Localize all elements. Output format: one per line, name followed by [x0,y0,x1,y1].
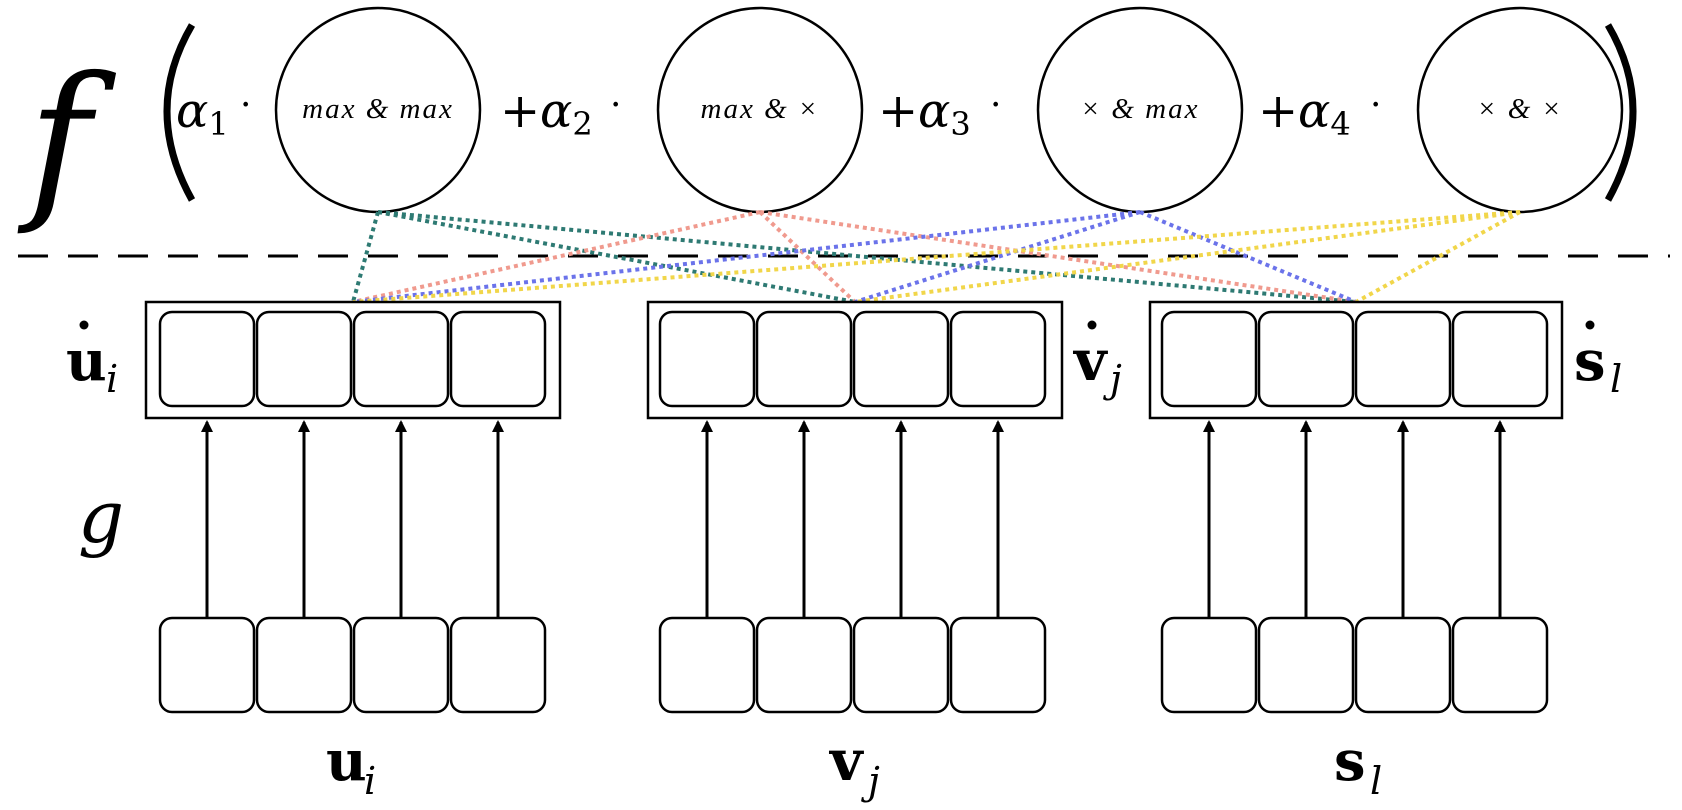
plus-sign-3: + [878,83,918,139]
connection-line [1139,210,1357,304]
input-vector-u [158,616,547,714]
right-parenthesis [1604,23,1637,202]
svg-text:s: s [1334,728,1366,794]
svg-text:v: v [1072,328,1108,394]
transformed-label-s: s l [1574,320,1622,401]
combination-label-times-times: × & × [1477,93,1563,125]
vector-cell [1160,616,1258,714]
connection-line [352,210,761,304]
coefficient-alpha-4: α4 [1298,83,1351,143]
vector-cell [1451,310,1549,408]
multiply-dot-1: · [240,85,251,126]
vector-cell [352,616,450,714]
transformed-vector-u [144,300,562,420]
vector-cell [255,310,353,408]
combination-label-max-times: max & × [701,93,820,125]
input-label-v: v j [828,728,880,803]
svg-text:l: l [1610,357,1622,401]
dot-accent [1585,320,1595,330]
input-label-s: s l [1334,728,1382,803]
vector-cell [1257,616,1355,714]
connection-line [854,210,1141,304]
svg-text:i: i [364,759,376,803]
connection-line [352,210,1521,304]
vector-cell [1451,616,1549,714]
transform-g-label: g [78,475,124,559]
vector-cell [658,310,756,408]
vector-cell [755,616,853,714]
dot-accent [79,320,89,330]
dot-accent [1087,320,1097,330]
connection-line [1355,210,1521,304]
vector-cell [852,310,950,408]
vector-cell [658,616,756,714]
multiply-dot-3: · [990,85,1001,126]
input-label-u: u i [326,728,376,803]
vector-cell [158,310,256,408]
svg-text:v: v [828,728,864,794]
transformed-label-u: u i [66,320,118,401]
connection-line [377,210,1357,304]
vector-cell [1354,616,1452,714]
transformed-vector-v [646,300,1064,420]
svg-text:l: l [1370,759,1382,803]
coefficient-alpha-1: α1 [176,83,229,143]
transformed-vector-s [1148,300,1564,420]
input-vector-v [658,616,1047,714]
svg-text:s: s [1574,328,1606,394]
left-parenthesis [163,23,196,202]
connection-line [377,210,856,304]
vector-cell [352,310,450,408]
plus-sign-4: + [1258,83,1298,139]
plus-sign-2: + [500,83,540,139]
vector-cell [449,616,547,714]
vector-cell [949,616,1047,714]
vector-cell [1160,310,1258,408]
transform-arrows [201,420,1506,617]
function-f: f [17,41,117,239]
vector-cell [158,616,256,714]
input-vector-s [1160,616,1549,714]
coefficient-alpha-3: α3 [918,83,971,143]
combination-label-times-max: × & max [1081,93,1200,125]
coefficient-alpha-2: α2 [540,83,593,143]
connection-line [758,210,857,304]
combination-label-max-max: max & max [302,93,454,125]
vector-cell [755,310,853,408]
vector-cell [1257,310,1355,408]
multiply-dot-4: · [1370,85,1381,126]
vector-cell [449,310,547,408]
connection-lines [351,210,1521,304]
svg-text:i: i [106,357,118,401]
svg-text:u: u [326,728,367,794]
vector-cell [1354,310,1452,408]
vector-cell [852,616,950,714]
vector-cell [949,310,1047,408]
vector-cell [255,616,353,714]
svg-text:j: j [861,759,880,803]
multiply-dot-2: · [610,85,621,126]
svg-text:u: u [66,328,107,394]
transformed-label-v: v j [1072,320,1122,401]
